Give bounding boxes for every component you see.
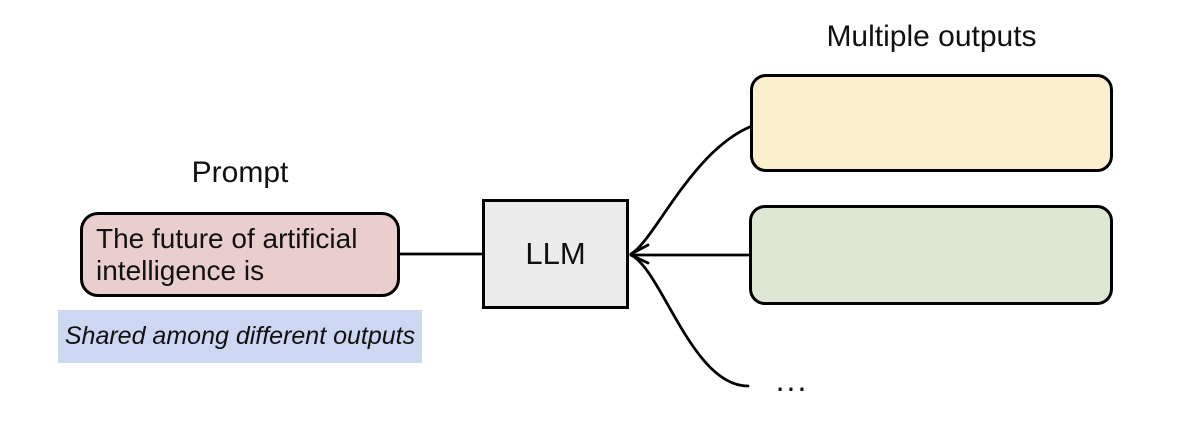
outputs-label: Multiple outputs xyxy=(826,20,1037,53)
prompt-text: The future of artificial intelligence is xyxy=(96,222,358,286)
prompt-box: The future of artificial intelligence is xyxy=(80,212,400,297)
prompt-caption: Shared among different outputs xyxy=(58,310,422,363)
llm-label: LLM xyxy=(525,236,586,271)
connector-llm-to-more-outputs xyxy=(629,253,750,388)
prompt-label: Prompt xyxy=(191,156,289,189)
connector-llm-to-output-1 xyxy=(629,124,754,256)
llm-box: LLM xyxy=(482,199,629,309)
output-box-2 xyxy=(749,205,1113,305)
output-box-1 xyxy=(750,74,1113,172)
more-outputs-ellipsis: ... xyxy=(775,362,809,398)
